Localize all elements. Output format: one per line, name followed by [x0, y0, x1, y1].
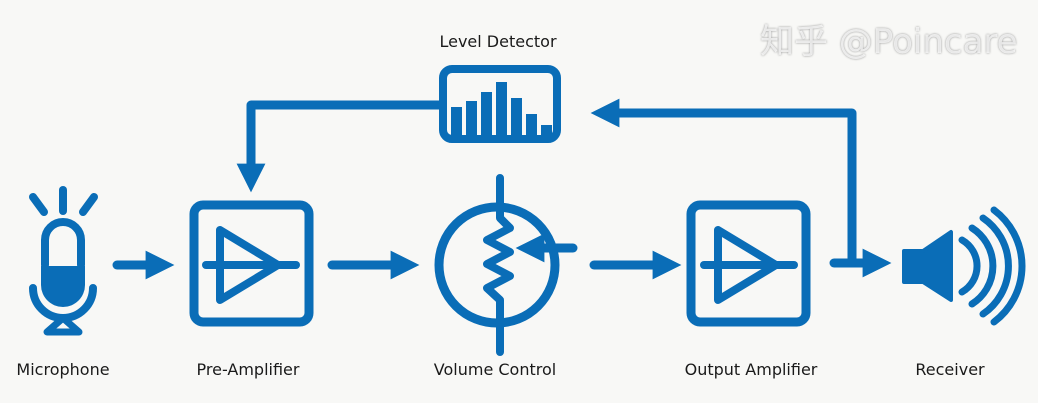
- output-amplifier-block: [686, 200, 811, 327]
- microphone-icon: [29, 186, 98, 336]
- speaker-icon: [902, 206, 1026, 326]
- watermark: 知乎 @Poincare: [760, 22, 1018, 62]
- label-receiver: Receiver: [915, 360, 985, 379]
- edge-level-detector-preamp: [236, 100, 445, 193]
- label-microphone: Microphone: [16, 360, 110, 379]
- label-pre-amplifier: Pre-Amplifier: [196, 360, 300, 379]
- bar-graph-icon: [439, 65, 561, 143]
- label-output-amplifier: Output Amplifier: [684, 360, 818, 379]
- potentiometer-icon: [434, 174, 578, 356]
- edge-output-level-detector: [590, 98, 857, 268]
- pre-amplifier-block: [189, 200, 314, 327]
- label-volume-control: Volume Control: [433, 360, 557, 379]
- label-level-detector: Level Detector: [439, 32, 557, 51]
